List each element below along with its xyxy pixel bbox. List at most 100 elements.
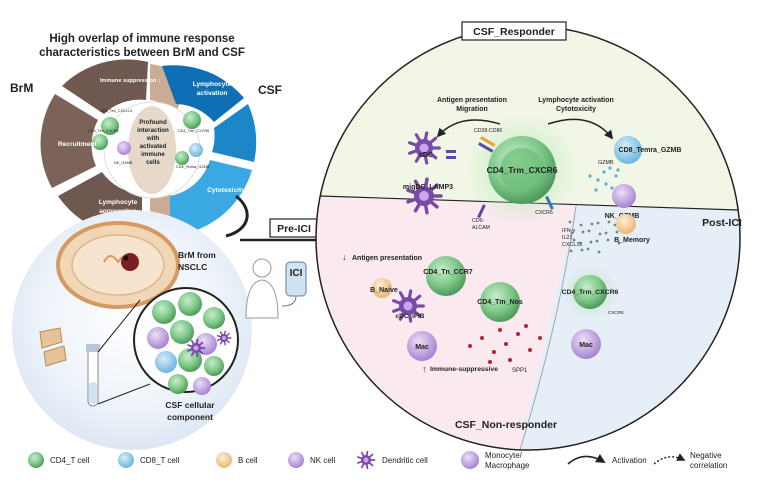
cytokine-dot: [589, 240, 593, 244]
zoom-cell-icon: [178, 292, 202, 316]
center-cell-label: CD4_Trm_CXCR6: [487, 165, 558, 175]
cdc-ifib-label: cDC_IFIB: [396, 313, 425, 320]
cytokine-dot: [615, 230, 619, 234]
brm-from-label-1: BrM from: [178, 250, 216, 260]
overlap-inner-tan: [128, 106, 176, 194]
cytokine-dot: [587, 229, 591, 233]
activation-label-2: activation: [197, 90, 228, 97]
gzmb-granule: [610, 186, 614, 190]
ici-iv-bag-icon: [281, 261, 307, 307]
il21-label: IL21: [562, 235, 573, 241]
lymph-cyto-label-1: Lymphocyte activation: [538, 97, 614, 104]
zoom-cell-icon: [193, 377, 211, 395]
responder-title-box: [461, 21, 567, 41]
spp1-dot: [516, 332, 520, 336]
mini-label-cd8-tex: CD8_Tex_CXCL13: [100, 109, 132, 113]
cd6-alcam-label-1: CD6-: [472, 218, 484, 224]
cytotoxicity-label: Cytotoxicity: [207, 187, 245, 194]
cytokine-dot: [598, 232, 602, 236]
cd4-tn-cell: [426, 256, 466, 296]
legend-mono-label-2: Macrophage: [485, 461, 530, 470]
cytokine-dot: [617, 241, 621, 245]
gzmb-granule: [604, 182, 608, 186]
cytokine-dot: [604, 231, 608, 235]
immune-suppression-label: Immune suppression ↓: [100, 78, 161, 84]
cd6-alcam-label-2: ALCAM: [472, 225, 490, 231]
center-text-1: Profound: [139, 119, 167, 126]
csf-tube-liquid: [89, 382, 97, 404]
spp1-dot: [504, 342, 508, 346]
region-divider: [519, 205, 577, 451]
cd4-tm-label: CD4_Tm_Nos: [477, 299, 523, 306]
spp1-dot: [538, 336, 542, 340]
cytokine-dot: [586, 247, 590, 251]
post-cd4-trm-label: CD4_Trm_CXCR6: [562, 289, 619, 296]
activation-label-1: Lymphocyte: [193, 81, 232, 88]
mac-label-right: Mac: [579, 342, 593, 349]
patient-icon: [245, 258, 279, 319]
brm-segment-recruitment: [40, 94, 98, 188]
legend-cd8-label: CD8_T cell: [140, 456, 180, 465]
migdc-label: migDC_LAMP3: [403, 184, 453, 191]
spp1-label: SPP1: [512, 368, 528, 374]
cd4-tn-label: CD4_Tn_CCR7: [423, 269, 473, 276]
receptor-icon: [446, 156, 456, 159]
immune-suppressive-label: Immune-suppressive: [430, 366, 498, 373]
csf-segment-activation: [162, 65, 244, 122]
b-naive-label: B_Naive: [370, 287, 398, 294]
gzmb-granule: [608, 166, 612, 170]
mac-cell-left: [407, 331, 437, 361]
csf-segment-middle: [212, 104, 257, 162]
legend-cd4-icon: [28, 452, 44, 468]
center-text-6: cells: [146, 159, 160, 166]
post-cd4-trm-cell: [573, 275, 607, 309]
mini-label-nk: NK_GZMB: [114, 161, 133, 165]
legend-cd8-icon: [118, 452, 134, 468]
legend-bcell-label: B cell: [238, 456, 258, 465]
center-text-5: immune: [141, 151, 165, 158]
gzmb-label: GZMB: [598, 160, 614, 166]
legend-cd4-label: CD4_T cell: [50, 456, 90, 465]
mini-nk-cell-icon: [117, 141, 131, 155]
aggregation-label-1: Lymphocyte: [99, 199, 138, 206]
zoom-cell-icon: [168, 374, 188, 394]
antigen-migration-label-2: Migration: [456, 106, 488, 113]
receptor-icon: [477, 204, 486, 219]
antigen-migration-label-1: Antigen presentation: [437, 97, 507, 104]
receptor-icon: [478, 142, 494, 153]
tumor-spot-icon: [123, 255, 129, 261]
cytokine-dot: [613, 223, 617, 227]
activation-arrow-right: [547, 118, 614, 140]
gzmb-granule: [596, 178, 600, 182]
csf-component-label-2: component: [167, 412, 213, 422]
gzmb-granule: [594, 188, 598, 192]
cytokine-dot: [572, 238, 576, 242]
center-text-3: with: [146, 135, 160, 142]
legend-activation-label: Activation: [612, 456, 647, 465]
post-cxcr6-label: CXCR6: [608, 310, 624, 315]
cytokine-dot: [569, 249, 573, 253]
ifn-label: IFN-γ: [562, 228, 575, 234]
mini-cd4-cell-icon: [101, 117, 119, 135]
non-responder-title: CSF_Non-responder: [455, 419, 557, 431]
cytokine-dot: [570, 231, 574, 235]
migdc-dendritic-cell: [406, 177, 443, 215]
mac-label-left: Mac: [415, 344, 429, 351]
dendritic-nucleus: [363, 457, 369, 463]
center-cell-nucleus: [500, 148, 544, 192]
cytokine-dot: [580, 248, 584, 252]
cytokine-dot: [607, 220, 611, 224]
csf-sample-panel: BrM from NSCLC CSF cellular component: [12, 210, 252, 450]
pre-ici-label: Pre-ICI: [277, 223, 311, 235]
legend-nk-icon: [288, 452, 304, 468]
legend-activation-arrow-icon: [567, 453, 606, 465]
csf-component-label-1: CSF cellular: [165, 400, 215, 410]
cxcl13-label: CXCL13: [562, 242, 582, 248]
zoom-cells: [147, 292, 232, 395]
gzmb-granule: [614, 174, 618, 178]
zoom-cell-icon: [170, 320, 194, 344]
cytokine-dots: [568, 220, 621, 254]
mini-label-cd4-trm: CD4_Trm_CXCR6: [178, 129, 209, 133]
cd28-cd86-label: CD28-CD86: [474, 128, 502, 134]
